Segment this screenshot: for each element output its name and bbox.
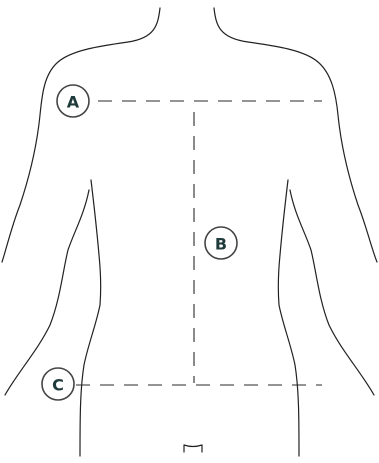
right-neck-shoulder-outline [214,8,377,262]
left-neck-shoulder-outline [2,8,160,262]
right-flank-outline [278,180,299,456]
badge-a: A [57,85,89,117]
badge-a-label: A [67,93,80,112]
measurement-guides [76,101,322,385]
waistband-mark [184,445,202,452]
left-flank-outline [80,180,101,456]
right-inner-arm-outline [290,190,374,395]
badge-b-label: B [215,235,227,254]
badge-c: C [42,368,74,400]
badge-c-label: C [52,376,64,395]
left-inner-arm-outline [5,190,89,395]
badge-b: B [205,227,237,259]
